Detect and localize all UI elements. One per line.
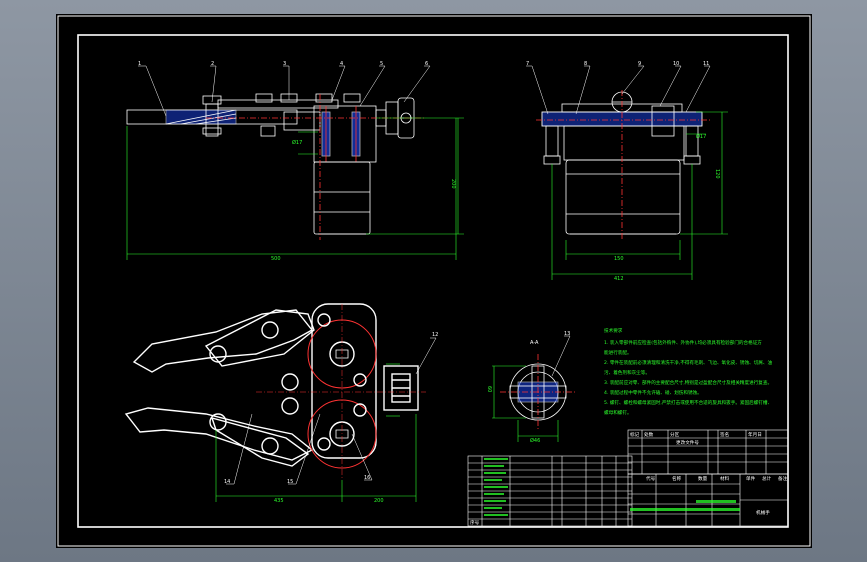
section-view: [500, 354, 576, 430]
notes-line-1: 1. 装入零部件前应检查(包括外购件、外协件),均必须具有检验部门的合格证方: [604, 339, 762, 346]
front-view-leaders: [138, 65, 431, 117]
tb-header-qty: 数量: [698, 475, 708, 482]
tb-header-code: 代号: [646, 475, 656, 482]
notes-line-8: 螺母和螺钉。: [604, 409, 632, 416]
assembly-drawing: 500 200 Ø17 1 2 3 4 5 6: [57, 15, 811, 547]
balloon-16: 16: [364, 475, 370, 481]
gripper-leaders: [226, 337, 437, 485]
balloon-4: 4: [340, 61, 343, 67]
balloon-12: 12: [432, 332, 438, 338]
balloon-6: 6: [425, 61, 428, 67]
dim-gripper-right: 200: [374, 498, 384, 504]
gripper-view: [124, 303, 419, 469]
gripper-centerlines: [256, 304, 426, 480]
section-leader: [551, 335, 571, 377]
title-block: [467, 429, 789, 527]
inner-frame: [77, 34, 789, 528]
dim-front-width: 500: [271, 256, 281, 262]
notes-line-2: 能进行装配。: [604, 349, 632, 356]
technical-notes: 技术要求 1. 装入零部件前应检查(包括外购件、外协件),均必须具有检验部门的合…: [604, 327, 772, 416]
outer-frame: [57, 15, 811, 547]
dim-side-width: 150: [614, 256, 624, 262]
balloon-8: 8: [584, 61, 587, 67]
notes-line-5: 3. 装配前应对零、部件的主要配合尺寸,特别是过盈配合尺寸及相关精度进行复查。: [604, 379, 772, 386]
rev-header-count: 处数: [644, 431, 654, 438]
dim-section-height: 60: [486, 386, 492, 392]
balloon-10: 10: [673, 61, 679, 67]
notes-title: 技术要求: [604, 327, 623, 334]
dim-gripper-left: 435: [274, 498, 284, 504]
tb-header-total: 总计: [762, 475, 772, 482]
bom-header-index: 序号: [470, 519, 480, 526]
front-view-dims: [126, 117, 464, 260]
tb-header-material: 材料: [720, 475, 730, 482]
balloon-14: 14: [224, 479, 230, 485]
dim-side-height: 120: [714, 169, 720, 179]
dim-side-outer: 412: [614, 276, 624, 282]
balloon-3: 3: [283, 61, 286, 67]
balloon-9: 9: [638, 61, 641, 67]
balloon-2: 2: [211, 61, 214, 67]
part-name: 机械手: [756, 509, 770, 516]
balloon-15: 15: [287, 479, 293, 485]
rev-header-date: 年月日: [748, 431, 762, 438]
side-view: [536, 90, 712, 240]
rev-header-sign: 签名: [720, 431, 729, 438]
dim-side-small: Ø17: [696, 133, 706, 140]
gripper-dims: [215, 363, 417, 502]
bom-green-fills: [484, 458, 740, 516]
side-view-leaders: [526, 65, 711, 115]
front-view: [126, 93, 426, 240]
balloon-13: 13: [564, 331, 570, 337]
section-label: A-A: [530, 340, 539, 346]
section-dims: [492, 365, 559, 442]
notes-line-7: 5. 螺钉、螺栓和螺母紧固时,严禁打击或使用不合适的旋具和扳手。紧固后螺钉槽、: [604, 399, 772, 406]
tb-header-single: 单件: [746, 475, 756, 482]
rev-header-docno: 更改文件号: [676, 439, 699, 446]
notes-line-4: 污、着色剂和灰尘等。: [604, 369, 650, 376]
notes-line-3: 2. 零件在装配前必须清理和清洗干净,不得有毛刺、飞边、氧化皮、锈蚀、切屑、油: [604, 359, 772, 366]
balloon-1: 1: [138, 61, 141, 67]
dim-section-width: Ø46: [530, 437, 540, 444]
balloon-5: 5: [380, 61, 383, 67]
balloon-7: 7: [526, 61, 529, 67]
rev-header-mark: 标记: [630, 431, 640, 438]
dim-front-height: 200: [450, 179, 456, 189]
rev-header-zone: 分区: [670, 431, 680, 438]
balloon-11: 11: [703, 61, 709, 67]
tb-header-name: 名称: [672, 475, 682, 482]
side-view-dims: [551, 111, 728, 280]
notes-line-6: 4. 装配过程中零件不允许磕、碰、划伤和锈蚀。: [604, 389, 702, 396]
dim-front-small: Ø17: [292, 139, 302, 146]
tb-header-remark: 备注: [778, 475, 788, 482]
drawing-sheet: 500 200 Ø17 1 2 3 4 5 6: [56, 14, 812, 548]
